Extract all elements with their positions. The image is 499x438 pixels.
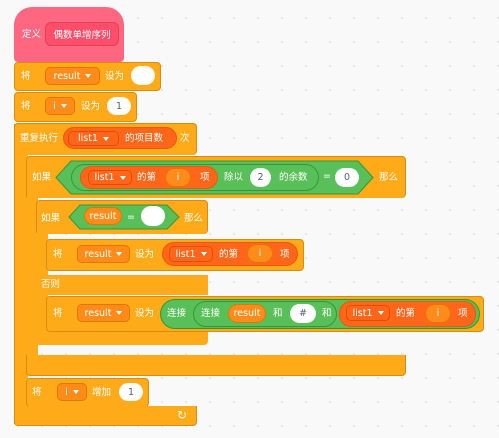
chevron-down-icon xyxy=(116,311,123,315)
set-to-label: 设为 xyxy=(135,249,155,260)
remainder-label: 的余数 xyxy=(279,172,308,183)
mod-label: 除以 xyxy=(224,172,244,183)
chevron-down-icon xyxy=(72,390,79,394)
repeat-times-label: 次 xyxy=(180,133,190,144)
equals-value-input[interactable] xyxy=(141,206,165,226)
if-else-bottom xyxy=(36,330,208,345)
repeat-block-arm xyxy=(14,124,28,424)
variable-dropdown-result[interactable]: result xyxy=(77,245,130,263)
if-block-arm xyxy=(26,197,38,355)
item-label: 项 xyxy=(458,308,468,319)
value-input-1[interactable]: 1 xyxy=(107,97,131,115)
procedure-name: 偶数单增序列 xyxy=(53,30,111,41)
variable-dropdown-result[interactable]: result xyxy=(77,304,130,322)
list-dropdown[interactable]: list1 xyxy=(68,131,119,146)
list-dropdown[interactable]: list1 xyxy=(346,305,390,321)
define-label: 定义 xyxy=(22,29,42,40)
if-label: 如果 xyxy=(41,213,61,224)
variable-i[interactable]: i xyxy=(425,304,451,323)
else-label: 否则 xyxy=(41,279,61,290)
if-label: 如果 xyxy=(32,172,52,183)
chevron-down-icon xyxy=(103,136,109,141)
variable-i[interactable]: i xyxy=(165,168,191,187)
variable-dropdown-i[interactable]: i xyxy=(57,383,87,401)
join-label: 连接 xyxy=(201,308,221,319)
variable-i[interactable]: i xyxy=(247,244,273,263)
mod-value-input[interactable]: 2 xyxy=(250,168,271,187)
then-label: 那么 xyxy=(184,213,204,224)
chevron-down-icon xyxy=(116,252,123,256)
procedure-prototype[interactable]: 偶数单增序列 xyxy=(45,22,119,46)
item-label: 项 xyxy=(280,249,290,260)
item-of-label: 的第 xyxy=(396,308,416,319)
list-dropdown[interactable]: list1 xyxy=(169,246,213,262)
chevron-down-icon xyxy=(200,252,207,256)
value-input-empty[interactable] xyxy=(131,66,155,85)
chevron-down-icon xyxy=(119,175,126,180)
chevron-down-icon xyxy=(60,104,67,108)
item-label: 项 xyxy=(200,172,210,183)
equals-sign: = xyxy=(127,212,135,223)
repeat-block-bottom xyxy=(14,406,197,426)
variable-result[interactable]: result xyxy=(228,304,266,323)
item-of-label: 的第 xyxy=(219,249,239,260)
join-label: 连接 xyxy=(167,308,187,319)
else-section xyxy=(36,275,208,295)
repeat-label: 重复执行 xyxy=(20,133,59,144)
chevron-down-icon xyxy=(377,311,384,315)
and-label: 和 xyxy=(273,308,283,319)
change-value-input[interactable]: 1 xyxy=(119,383,143,401)
equals-value-input[interactable]: 0 xyxy=(335,168,359,187)
chevron-down-icon xyxy=(85,74,92,78)
change-by-label: 增加 xyxy=(92,387,112,398)
variable-dropdown-i[interactable]: i xyxy=(45,97,75,115)
item-of-label: 的第 xyxy=(137,172,157,183)
then-label: 那么 xyxy=(379,172,399,183)
set-to-label: 设为 xyxy=(81,101,101,112)
list-dropdown[interactable]: list1 xyxy=(88,170,132,185)
change-label: 将 xyxy=(32,387,42,398)
set-label: 将 xyxy=(21,71,31,82)
set-label: 将 xyxy=(53,308,63,319)
set-to-label: 设为 xyxy=(105,71,125,82)
join-text-input[interactable]: # xyxy=(290,304,316,323)
set-to-label: 设为 xyxy=(135,308,155,319)
and-label: 和 xyxy=(322,308,332,319)
variable-result[interactable]: result xyxy=(84,207,122,225)
loop-arrow-icon: ↻ xyxy=(177,408,188,422)
equals-sign: = xyxy=(323,171,331,182)
list-length-label: 的项目数 xyxy=(125,133,164,144)
set-label: 将 xyxy=(21,101,31,112)
if-block-bottom xyxy=(26,355,406,376)
set-label: 将 xyxy=(53,249,63,260)
variable-dropdown-result[interactable]: result xyxy=(45,67,100,85)
